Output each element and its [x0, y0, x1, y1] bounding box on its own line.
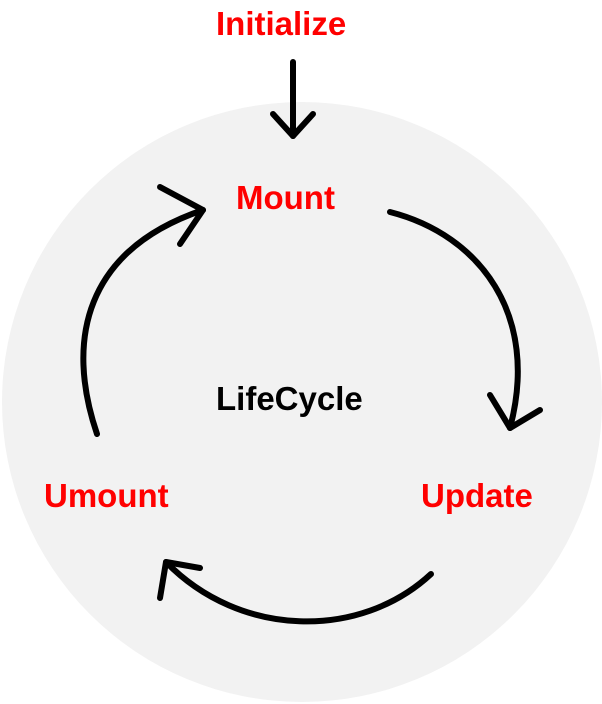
initialize-label: Initialize	[216, 5, 347, 42]
mount-to-update-arrow	[387, 209, 543, 431]
lifecycle-center-label: LifeCycle	[216, 380, 363, 417]
umount-to-mount-arrow	[80, 184, 206, 437]
update-label: Update	[421, 477, 533, 514]
background-circle	[2, 102, 602, 702]
umount-label: Umount	[44, 477, 169, 514]
mount-label: Mount	[236, 179, 335, 216]
initialize-to-mount-arrow	[270, 59, 316, 139]
update-to-umount-arrow	[157, 559, 434, 625]
